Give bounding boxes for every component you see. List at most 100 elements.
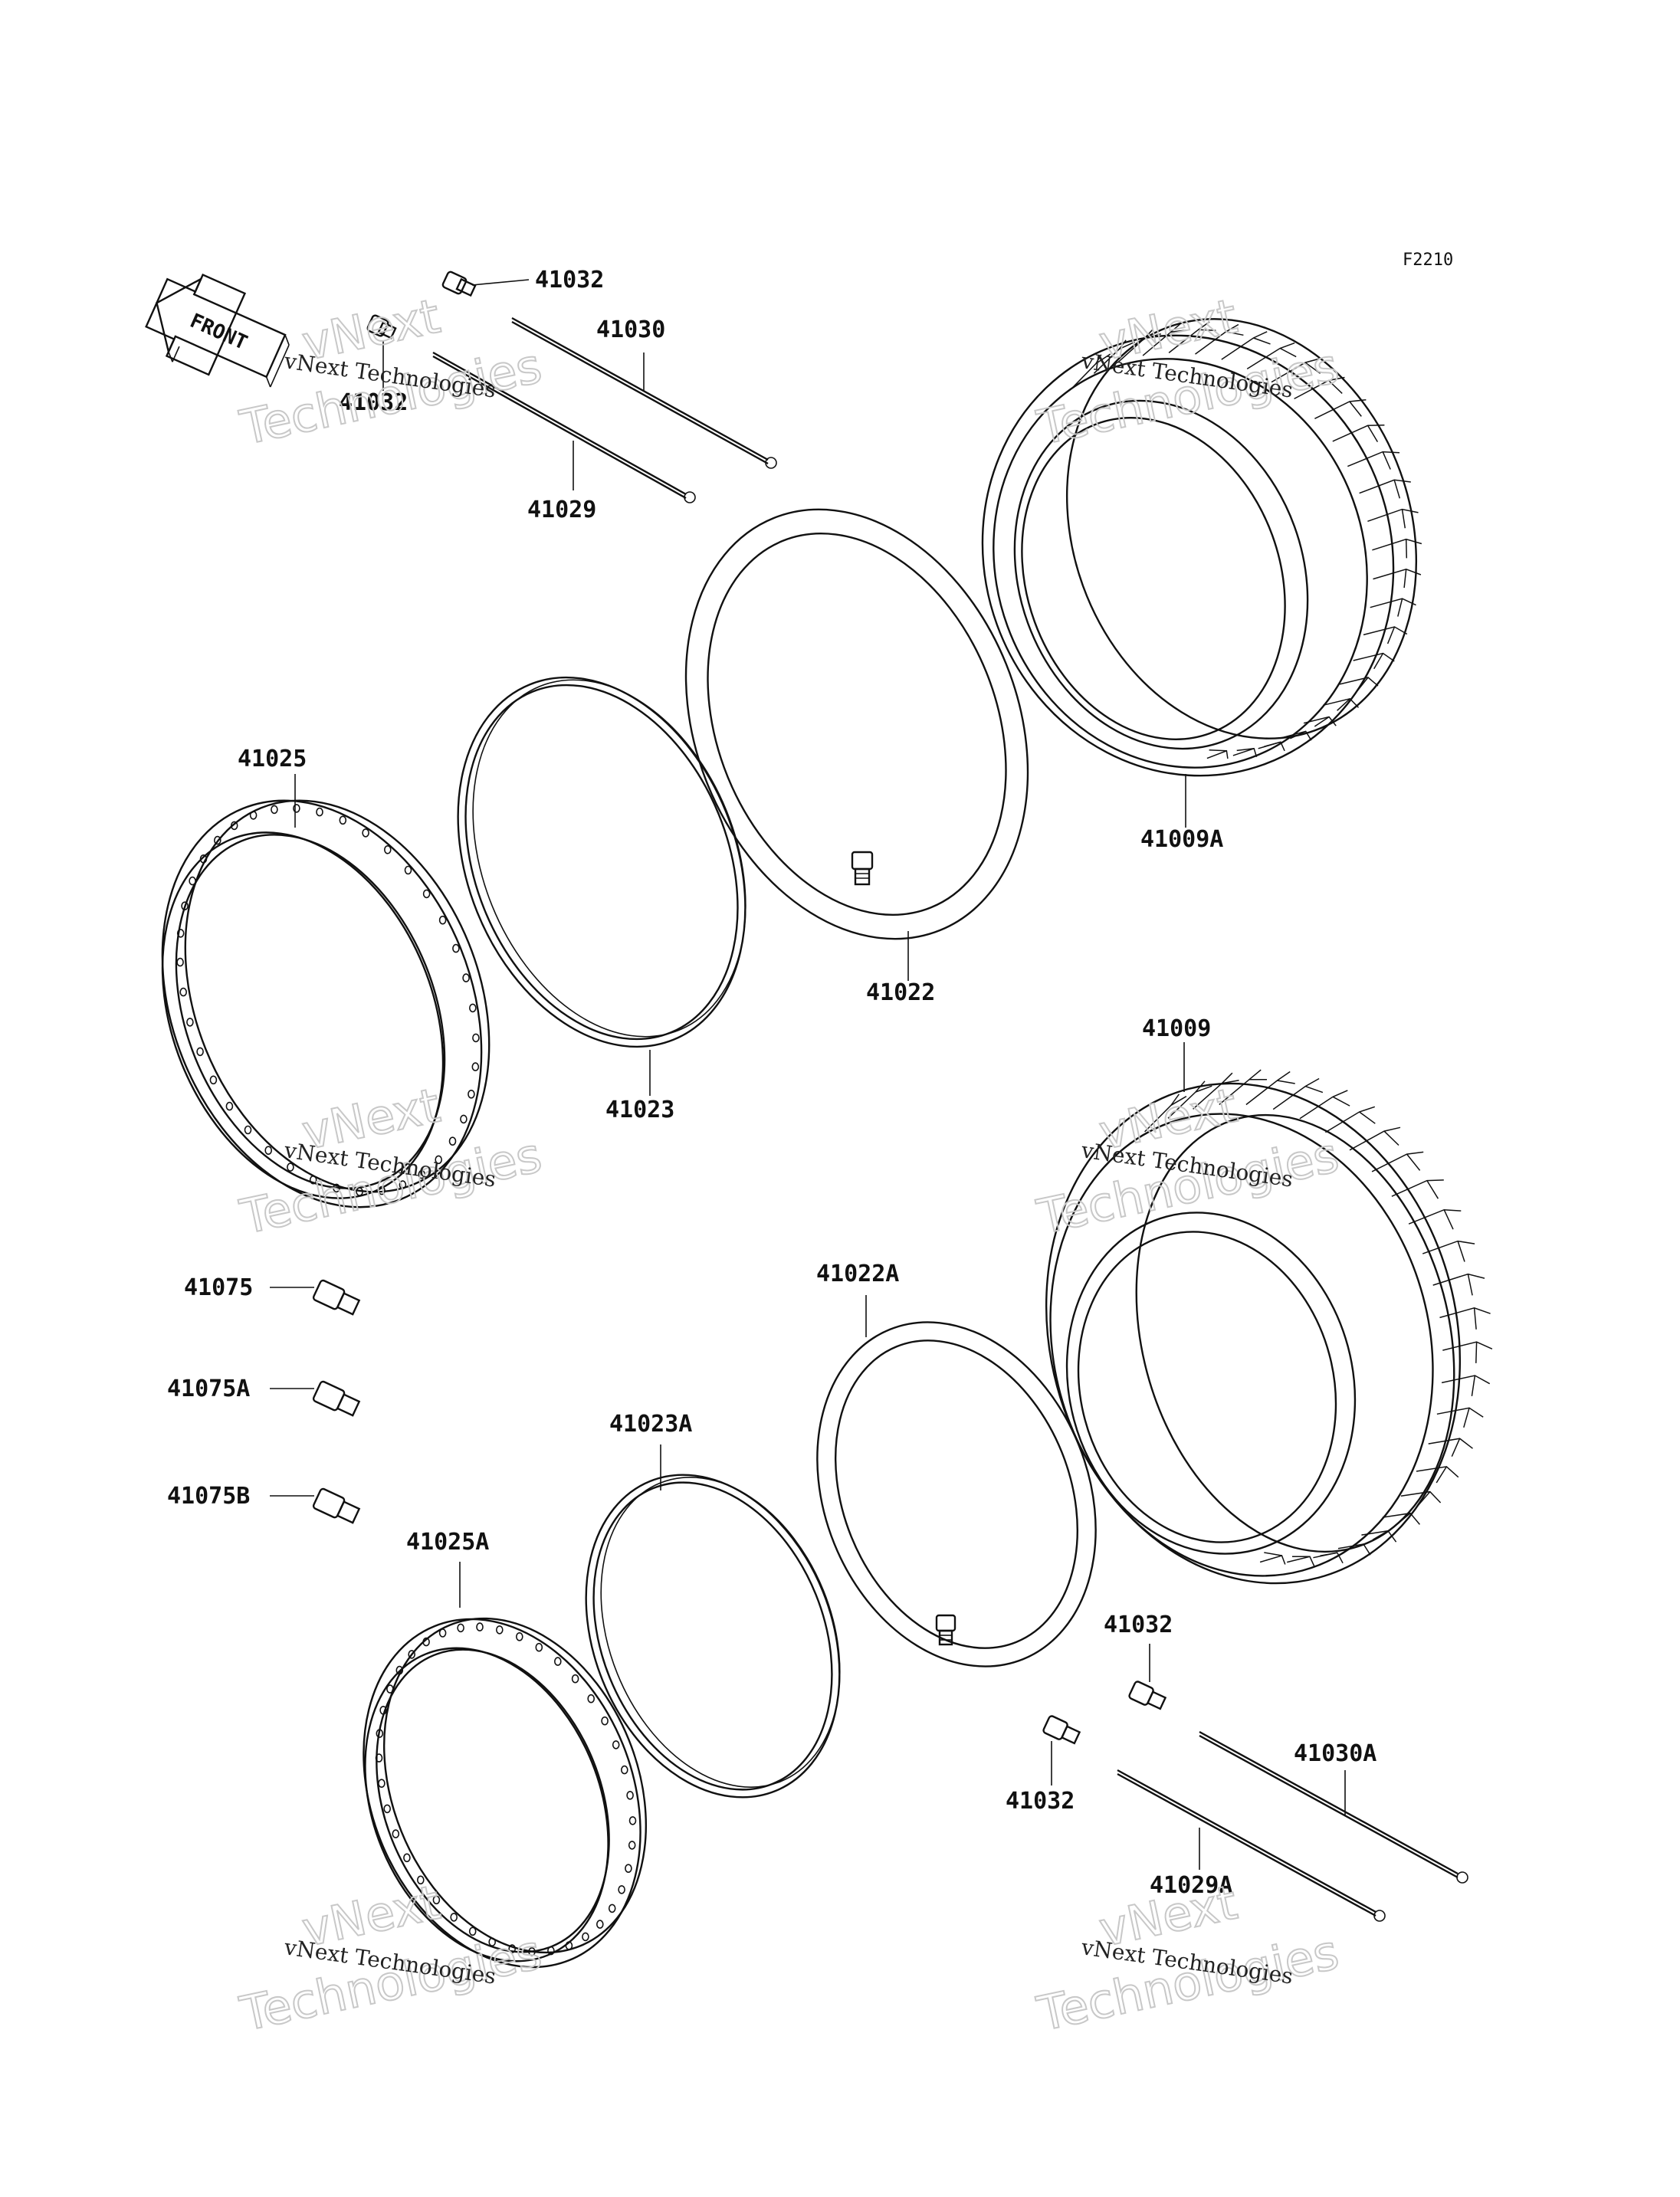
tread-block — [1373, 569, 1422, 580]
spoke-hole — [399, 1180, 407, 1189]
watermark-bottom-left: vNext Technologies vNext Technologies — [235, 1874, 547, 2043]
valve-icon — [851, 851, 874, 886]
tread-groove — [1289, 730, 1307, 739]
tread-groove — [1304, 362, 1321, 374]
tread-block — [1367, 508, 1419, 523]
tread-groove — [1277, 1080, 1295, 1084]
tread-block — [1428, 1438, 1473, 1449]
spoke-hole — [438, 1628, 447, 1638]
spoke-hole — [293, 804, 300, 813]
spoke-hole — [196, 1047, 204, 1057]
svg-text:Technologies: Technologies — [1032, 1126, 1344, 1244]
tread-groove — [1320, 1552, 1337, 1556]
tread-groove — [1436, 1466, 1448, 1484]
tread-groove — [1349, 401, 1362, 417]
spoke-hole — [565, 1941, 573, 1950]
tread-block — [1325, 1106, 1376, 1133]
tread-groove — [1327, 379, 1343, 394]
part-label-41009: 41009 — [1142, 1015, 1211, 1042]
tread-groove — [1264, 1552, 1282, 1556]
spoke-hole — [416, 1875, 425, 1885]
tread-groove — [1471, 1375, 1476, 1397]
spoke-hole — [392, 1829, 400, 1838]
spoke-hole — [209, 1075, 218, 1085]
spoke-hole — [472, 1033, 480, 1043]
spoke-hole — [333, 1183, 340, 1193]
tread-groove — [1386, 626, 1396, 644]
spoke-hole — [471, 1062, 480, 1071]
part-label-41029: 41029 — [527, 497, 596, 523]
spoke-hole — [375, 1753, 383, 1763]
tread-groove — [1467, 1274, 1473, 1296]
part-label-41025A: 41025A — [406, 1529, 489, 1556]
tread-groove — [1332, 1096, 1350, 1107]
valve-nut-41075B — [270, 1487, 361, 1524]
part-label-41075B: 41075B — [167, 1483, 250, 1510]
watermark-mid-right: vNext Technologies vNext Technologies — [1032, 1077, 1344, 1246]
spoke-hole — [495, 1625, 504, 1635]
spoke-hole — [457, 1623, 464, 1633]
spoke-41029A — [1117, 1769, 1386, 1922]
tread-block — [1272, 1077, 1320, 1110]
tread-block — [1314, 398, 1367, 419]
tread-groove — [1373, 653, 1384, 670]
spoke-hole — [383, 1804, 392, 1814]
spoke-hole — [628, 1841, 636, 1850]
diagram-ref: F2210 — [1403, 251, 1453, 270]
tire-41009 — [1045, 1042, 1493, 1585]
tread-groove — [1393, 480, 1401, 499]
tread-groove — [1095, 353, 1111, 365]
tread-groove — [1118, 341, 1136, 350]
spoke-hole — [435, 1155, 443, 1165]
tread-block — [1408, 1208, 1462, 1225]
spoke-hole — [356, 1187, 363, 1196]
part-label-41023: 41023 — [605, 1097, 674, 1123]
spoke-hole — [488, 1937, 497, 1946]
valve-nut-41075 — [270, 1279, 361, 1316]
part-label-41023A: 41023A — [609, 1411, 692, 1438]
spoke-hole — [213, 835, 221, 845]
spoke-hole — [582, 1932, 589, 1942]
tread-block — [1332, 424, 1385, 442]
part-label-41030: 41030 — [596, 316, 665, 343]
tread-groove — [1357, 677, 1369, 692]
watermark-top-left: vNext Technologies vNext Technologies — [235, 287, 547, 457]
spoke-hole — [383, 845, 392, 854]
spoke-hole — [626, 1791, 634, 1800]
tread-block — [1441, 1375, 1491, 1385]
spoke-hole — [438, 915, 447, 925]
spoke-hole — [386, 1684, 394, 1694]
spoke-hole — [618, 1885, 625, 1894]
spoke-hole — [462, 973, 470, 982]
watermark-mid-left: vNext Technologies vNext Technologies — [235, 1077, 547, 1246]
tread-groove — [1144, 333, 1161, 339]
tread-groove — [1367, 425, 1379, 442]
tread-groove — [1426, 1180, 1439, 1199]
part-label-41075A: 41075A — [167, 1376, 250, 1402]
spoke-hole — [620, 1765, 628, 1775]
spoke-hole — [448, 1136, 457, 1146]
tread-groove — [1401, 509, 1406, 529]
spoke-hole — [176, 929, 185, 938]
tube-41022 — [684, 508, 1029, 981]
svg-text:Technologies: Technologies — [235, 1923, 546, 2041]
part-label-41022A: 41022A — [816, 1261, 899, 1287]
spoke-hole — [468, 1003, 477, 1013]
spoke-hole — [244, 1125, 252, 1135]
part-label-41022: 41022 — [866, 979, 935, 1006]
spoke-hole — [450, 1913, 458, 1922]
spoke-hole — [587, 1694, 596, 1703]
rim-band-41023A — [585, 1444, 841, 1799]
spoke-hole — [395, 1665, 404, 1675]
spoke-hole — [189, 876, 196, 886]
spoke-hole — [378, 1779, 386, 1788]
nipple-41032-top — [441, 271, 530, 297]
svg-text:Technologies: Technologies — [235, 1126, 546, 1244]
tread-groove — [1396, 1513, 1411, 1526]
spoke-hole — [422, 1637, 430, 1647]
tread-block — [1391, 1179, 1444, 1197]
tread-groove — [1222, 1080, 1239, 1084]
svg-text:Technologies: Technologies — [235, 337, 546, 455]
tread-block — [1339, 677, 1379, 687]
tread-block — [1370, 598, 1416, 608]
